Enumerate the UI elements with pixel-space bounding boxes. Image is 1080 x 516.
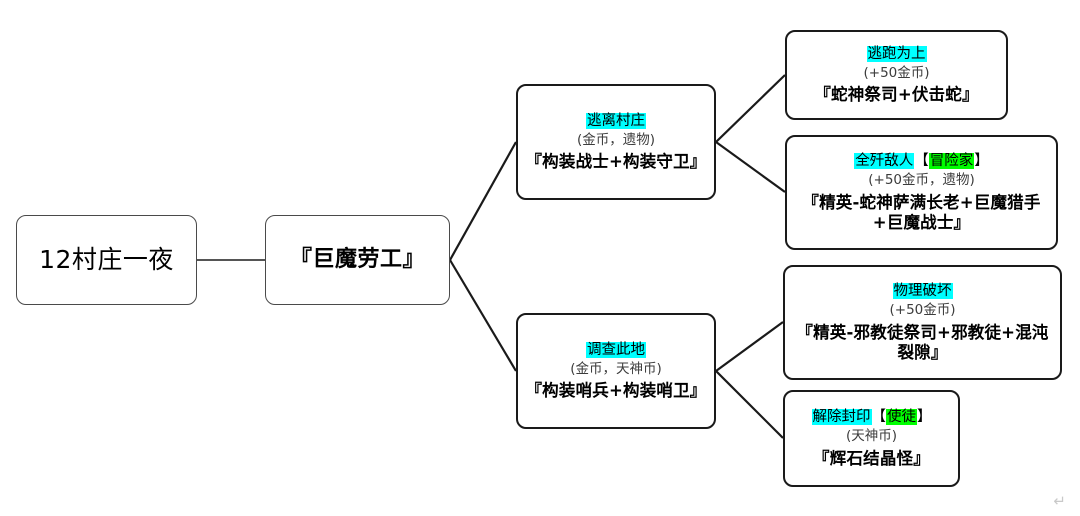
node-branch-investigate-enemies: 『构装哨兵+构装哨卫』 <box>525 381 707 401</box>
node-encounter[interactable]: 『巨魔劳工』 <box>265 215 450 305</box>
node-leaf-physical-title: 物理破坏 <box>892 282 953 300</box>
bracket-close: 】 <box>917 409 932 426</box>
node-branch-escape[interactable]: 逃离村庄 (金币，遗物) 『构装战士+构装守卫』 <box>516 84 716 200</box>
node-leaf-unseal-enemies: 『辉石结晶怪』 <box>813 448 930 468</box>
node-leaf-unseal[interactable]: 解除封印【使徒】 (天神币) 『辉石结晶怪』 <box>783 390 960 487</box>
node-branch-investigate-reward: (金币，天神币) <box>570 360 662 377</box>
bracket-close: 】 <box>974 153 989 170</box>
node-leaf-physical-reward: (+50金币) <box>889 302 956 319</box>
node-leaf-killall-title: 全歼敌人【冒险家】 <box>854 152 989 170</box>
node-root[interactable]: 12村庄一夜 <box>16 215 197 305</box>
node-leaf-flee-reward: (+50金币) <box>863 64 930 81</box>
node-branch-escape-reward: (金币，遗物) <box>576 131 656 148</box>
bracket-open: 【 <box>871 409 887 426</box>
node-leaf-killall-enemies: 『精英-蛇神萨满长老+巨魔猎手+巨魔战士』 <box>802 192 1041 232</box>
choice-highlight: 解除封印 <box>811 409 872 426</box>
node-leaf-flee-enemies: 『蛇神祭司+伏击蛇』 <box>814 85 979 105</box>
node-encounter-label: 『巨魔劳工』 <box>289 247 425 273</box>
edge-escape-to-killall <box>715 141 786 193</box>
node-leaf-flee-title: 逃跑为上 <box>866 45 927 63</box>
node-leaf-killall-reward: (+50金币，遗物) <box>868 172 975 189</box>
choice-highlight: 全歼敌人 <box>854 153 915 170</box>
choice-highlight: 调查此地 <box>586 341 646 358</box>
node-leaf-unseal-reward: (天神币) <box>845 428 898 445</box>
node-branch-escape-enemies: 『构装战士+构装守卫』 <box>525 152 707 172</box>
node-leaf-physical-enemies: 『精英-邪教徒祭司+邪教徒+混沌裂隙』 <box>796 322 1049 362</box>
node-leaf-flee[interactable]: 逃跑为上 (+50金币) 『蛇神祭司+伏击蛇』 <box>785 30 1008 120</box>
edge-investigate-to-physical <box>715 321 784 372</box>
edge-investigate-to-unseal <box>715 370 784 439</box>
choice-highlight: 逃跑为上 <box>866 45 927 62</box>
choice-highlight: 物理破坏 <box>892 283 953 300</box>
node-root-label: 12村庄一夜 <box>39 244 174 274</box>
node-branch-escape-title: 逃离村庄 <box>586 112 646 130</box>
bracket-open: 【 <box>914 153 929 170</box>
edge-escape-to-flee <box>715 74 786 143</box>
choice-highlight: 逃离村庄 <box>586 112 646 129</box>
node-leaf-killall[interactable]: 全歼敌人【冒险家】 (+50金币，遗物) 『精英-蛇神萨满长老+巨魔猎手+巨魔战… <box>785 135 1058 250</box>
node-branch-investigate[interactable]: 调查此地 (金币，天神币) 『构装哨兵+构装哨卫』 <box>516 313 716 429</box>
reward-tag-highlight: 使徒 <box>886 409 917 426</box>
reward-tag-highlight: 冒险家 <box>928 153 975 170</box>
edge-encounter-to-investigate <box>449 259 517 372</box>
paragraph-return-mark: ↵ <box>1053 492 1066 510</box>
node-leaf-unseal-title: 解除封印【使徒】 <box>811 408 932 426</box>
node-branch-investigate-title: 调查此地 <box>586 341 646 359</box>
edge-encounter-to-escape <box>449 141 517 261</box>
node-leaf-physical[interactable]: 物理破坏 (+50金币) 『精英-邪教徒祭司+邪教徒+混沌裂隙』 <box>783 265 1062 380</box>
